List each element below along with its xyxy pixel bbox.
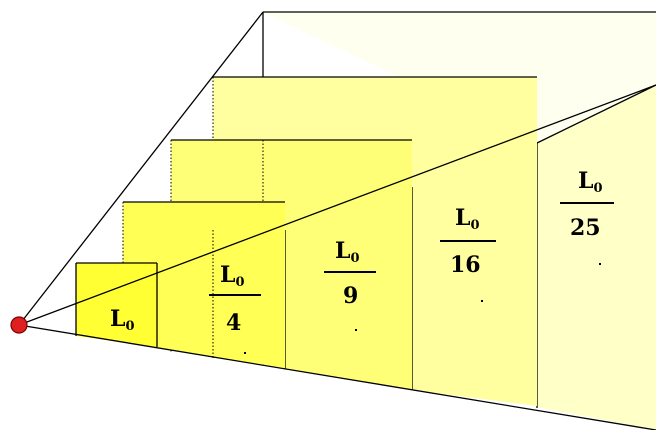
ray-top <box>18 11 264 326</box>
svg-text:9: 9 <box>343 283 358 309</box>
label-1: L0 <box>110 306 135 334</box>
svg-text:16: 16 <box>450 252 481 278</box>
label-5: L0 25 <box>560 168 614 241</box>
light-source-dot <box>10 316 28 334</box>
ray-bottom <box>18 324 656 430</box>
svg-text:L0: L0 <box>220 262 245 290</box>
svg-text:L0: L0 <box>578 168 603 196</box>
svg-text:L0: L0 <box>335 238 360 266</box>
svg-text:L0: L0 <box>455 205 480 233</box>
panel-1 <box>75 262 158 347</box>
label-3: L0 9 <box>324 238 376 309</box>
ray-middle <box>18 84 656 326</box>
center-dots <box>244 263 601 354</box>
panel-1-face <box>76 263 157 347</box>
label-4: L0 16 <box>440 205 496 278</box>
panel-2-face <box>123 202 285 368</box>
light-rays <box>18 11 656 430</box>
label-2: L0 4 <box>209 262 261 336</box>
svg-text:4: 4 <box>226 310 241 336</box>
svg-text:25: 25 <box>570 215 601 241</box>
svg-text:L0: L0 <box>110 306 135 334</box>
